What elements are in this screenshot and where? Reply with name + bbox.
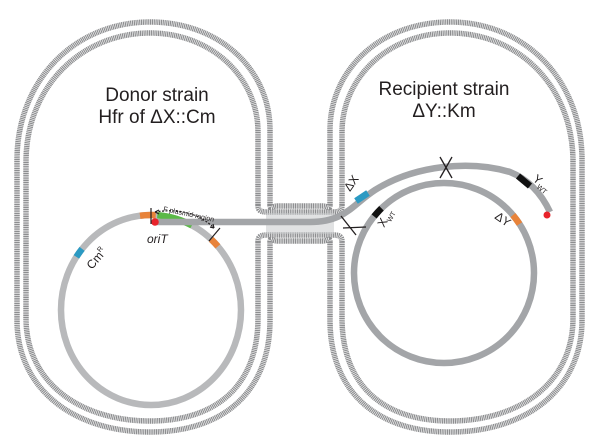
f-plasmid-bracket bbox=[150, 208, 221, 242]
recipient-title-line2: ΔY::Km bbox=[412, 101, 475, 122]
f-plasmid-end-segment bbox=[208, 237, 221, 249]
delta-y-gene bbox=[510, 213, 523, 226]
x-wt-gene bbox=[371, 205, 384, 219]
crossover-top bbox=[439, 156, 453, 179]
recipient-chromosome-circle bbox=[350, 179, 538, 367]
y-wt-gene bbox=[515, 173, 533, 189]
orit-segment bbox=[139, 211, 156, 219]
cm-resistance-label: CmR bbox=[84, 245, 110, 272]
orit-label: oriT bbox=[147, 232, 169, 246]
recipient-outer-membrane bbox=[327, 19, 585, 435]
donor-title-line1: Donor strain bbox=[105, 85, 209, 106]
recipient-inner-membrane bbox=[339, 30, 576, 424]
cm-resistance-marker bbox=[73, 246, 85, 259]
donor-title-line2: Hfr of ΔX::Cm bbox=[98, 107, 215, 128]
donor-outer-membrane bbox=[14, 19, 273, 435]
y-wt-label: YWT bbox=[529, 172, 554, 197]
transfer-origin-dot-recipient bbox=[543, 211, 551, 219]
delta-x-gene bbox=[354, 190, 370, 204]
crossover-left bbox=[340, 215, 367, 236]
recipient-title-line1: Recipient strain bbox=[379, 79, 510, 100]
recipient-cell-envelope bbox=[327, 19, 585, 435]
donor-inner-membrane bbox=[23, 30, 261, 424]
donor-cell-envelope bbox=[14, 19, 273, 435]
orit-dot bbox=[151, 218, 159, 226]
